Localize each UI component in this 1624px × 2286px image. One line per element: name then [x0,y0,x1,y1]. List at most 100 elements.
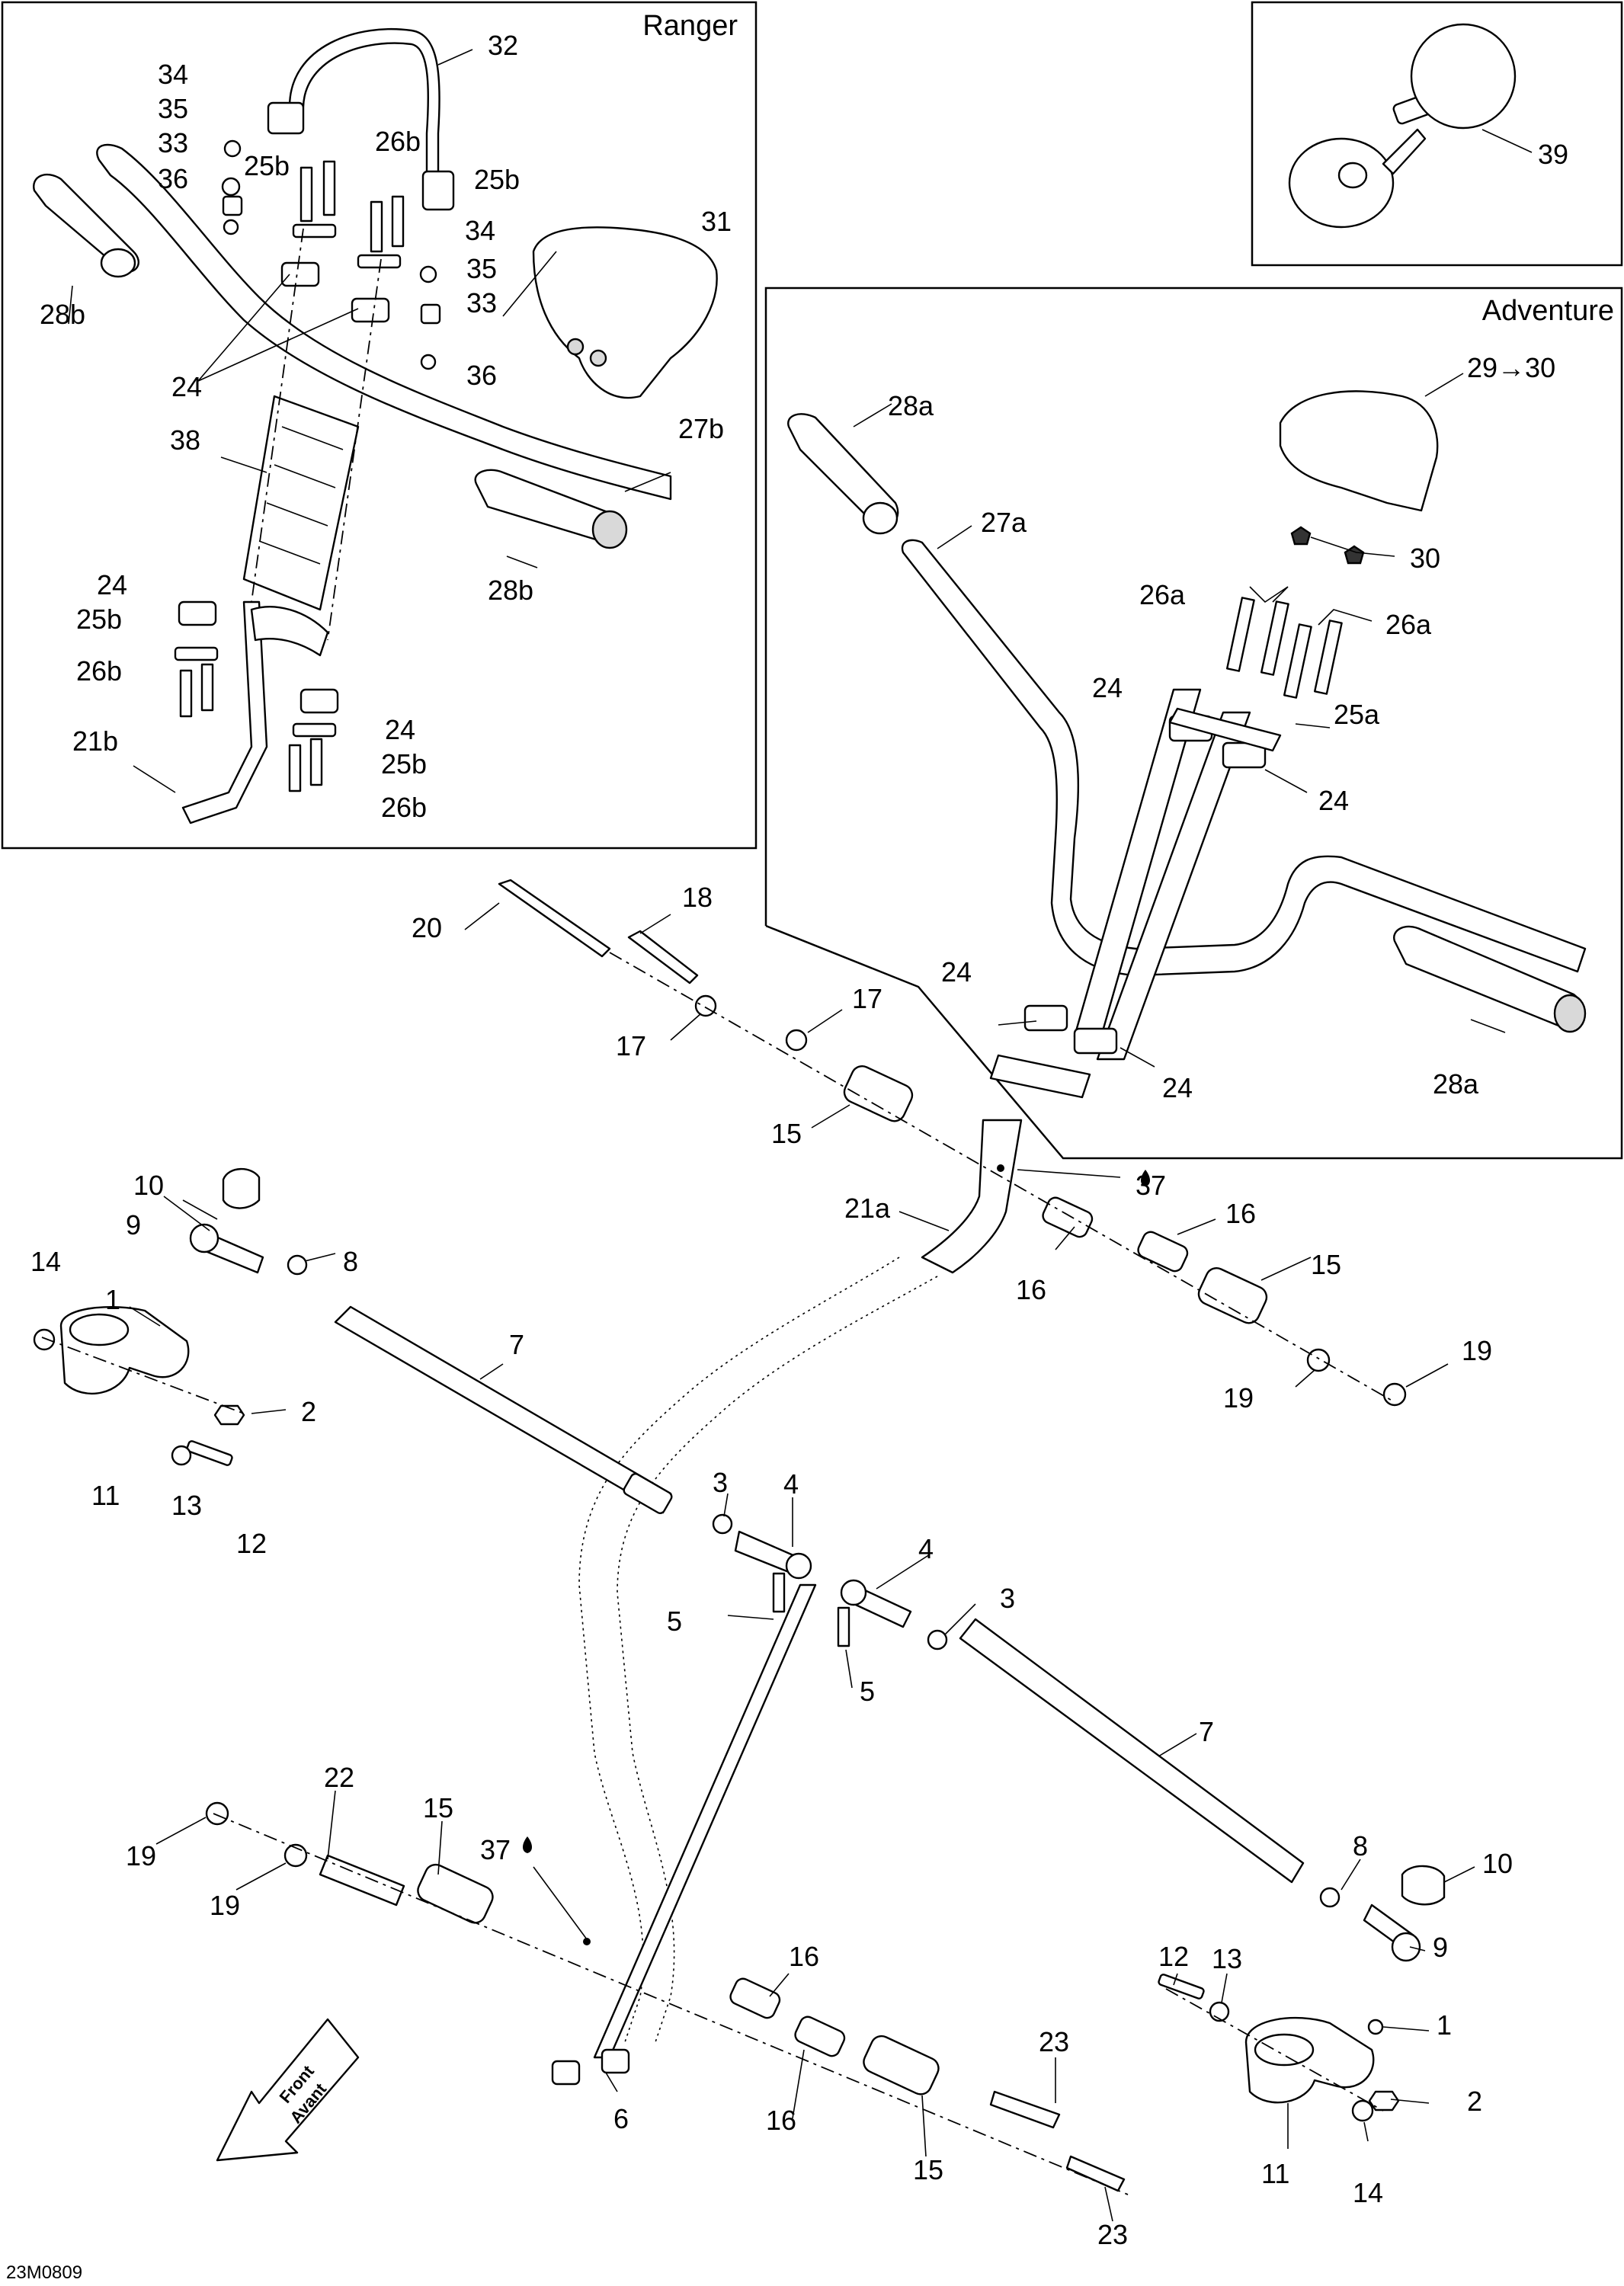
callout-label: 35 [158,93,188,124]
callout-label: 10 [1482,1848,1513,1879]
callout-label: 23 [1039,2026,1069,2057]
callout-label: 31 [701,206,732,237]
callout-label: 19 [1223,1382,1254,1414]
callout-label: 4 [783,1468,799,1500]
ranger-panel: Ranger [1,1,758,850]
callout-label: 28a [1433,1068,1479,1100]
adventure-title: Adventure [1482,295,1614,327]
callout-label: 25b [244,150,290,181]
callout-label: 14 [30,1246,61,1277]
lower-steering-parts: Front Avant [33,879,1475,2222]
callout-label: 24 [1318,785,1349,816]
callout-label: 28b [488,575,533,606]
callout-label: 27a [981,507,1027,538]
horn-part [1288,23,1533,229]
callout-label: 37 [480,1834,511,1865]
callout-label: 24 [1092,672,1123,703]
ranger-parts [33,27,718,824]
callout-label: 10 [133,1170,164,1201]
callout-label: 13 [1212,1943,1242,1974]
callout-label: 32 [488,30,518,61]
callout-label: 35 [466,253,497,284]
callout-label: 1 [1437,2009,1452,2041]
callout-label: 24 [171,371,202,402]
callout-label: 9 [1433,1932,1448,1963]
callout-label: 27b [678,413,724,444]
callout-label: 14 [1353,2177,1383,2208]
callout-label: 17 [852,983,882,1014]
callout-label: 2 [301,1396,316,1427]
callout-label: 17 [616,1030,646,1061]
callout-label: 28b [40,299,85,330]
callout-label: 3 [1000,1583,1015,1614]
callout-label: 34 [465,215,495,246]
callout-label: 26b [381,792,427,823]
callout-label: 3 [713,1467,728,1498]
callout-label: 12 [1158,1941,1189,1972]
callout-label: 4 [918,1533,934,1564]
callout-label: 24 [97,569,127,600]
callout-label: 7 [1199,1716,1214,1747]
callout-label: 15 [771,1118,802,1149]
callout-label: 22 [324,1762,354,1793]
callout-label: 33 [158,127,188,158]
callout-label: 36 [466,360,497,391]
callout-label: 6 [613,2103,629,2134]
callout-label: 39 [1538,139,1568,170]
callout-label: 30 [1410,543,1440,574]
callout-label: 28a [888,390,934,421]
callout-label: 19 [210,1890,240,1921]
callout-label: 33 [466,287,497,319]
oil-drop-icon [523,1836,532,1853]
callout-label: 34 [158,59,188,90]
callout-label: 23 [1097,2219,1128,2250]
callout-label: 19 [126,1840,156,1871]
callout-label: 16 [789,1941,819,1972]
callout-label: 5 [667,1606,682,1637]
callout-label: 13 [171,1490,202,1521]
callout-labels: 32 34 35 33 36 25b 26b 25b 31 34 35 33 3… [6,30,1568,2283]
callout-label: 20 [412,912,442,943]
callout-label: 21a [844,1193,891,1224]
callout-label: 8 [343,1246,358,1277]
callout-label: 11 [91,1480,120,1511]
callout-label: 19 [1462,1335,1492,1366]
callout-label: 38 [170,424,200,456]
callout-label: 11 [1261,2158,1289,2189]
callout-label: 25b [76,604,122,635]
callout-label: 25b [474,164,520,195]
callout-label: 2 [1467,2086,1482,2117]
callout-label: 1 [105,1284,120,1315]
callout-label: 25b [381,748,427,780]
callout-label: 26b [76,655,122,687]
callout-label: 29→30 [1467,352,1555,383]
oil-drop-icon [1141,1170,1150,1186]
adventure-panel: Adventure [764,287,1623,1160]
callout-label: 36 [158,163,188,194]
callout-label: 24 [1162,1072,1193,1103]
callout-label: 16 [1016,1274,1046,1305]
callout-label: 26a [1139,579,1186,610]
callout-label: 5 [860,1676,875,1707]
horn-panel [1251,1,1623,267]
callout-label: 16 [1225,1198,1256,1229]
ranger-title: Ranger [642,10,738,42]
callout-label: 37 [1136,1170,1166,1201]
callout-label: 24 [385,714,415,745]
callout-label: 15 [1311,1249,1341,1280]
callout-label: 26a [1385,609,1432,640]
callout-label: 26b [375,126,421,157]
adventure-parts [787,373,1587,1274]
callout-label: 16 [766,2105,796,2136]
callout-label: 24 [941,956,972,988]
callout-label: 15 [913,2154,943,2185]
callout-label: 15 [423,1792,453,1823]
callout-label: 18 [682,882,713,913]
callout-label: 8 [1353,1830,1368,1862]
callout-label: 7 [509,1329,524,1360]
callout-label: 9 [126,1209,141,1241]
callout-label: 25a [1334,699,1380,730]
callout-label: 21b [72,725,118,757]
figure-code: 23M0809 [6,2262,82,2283]
